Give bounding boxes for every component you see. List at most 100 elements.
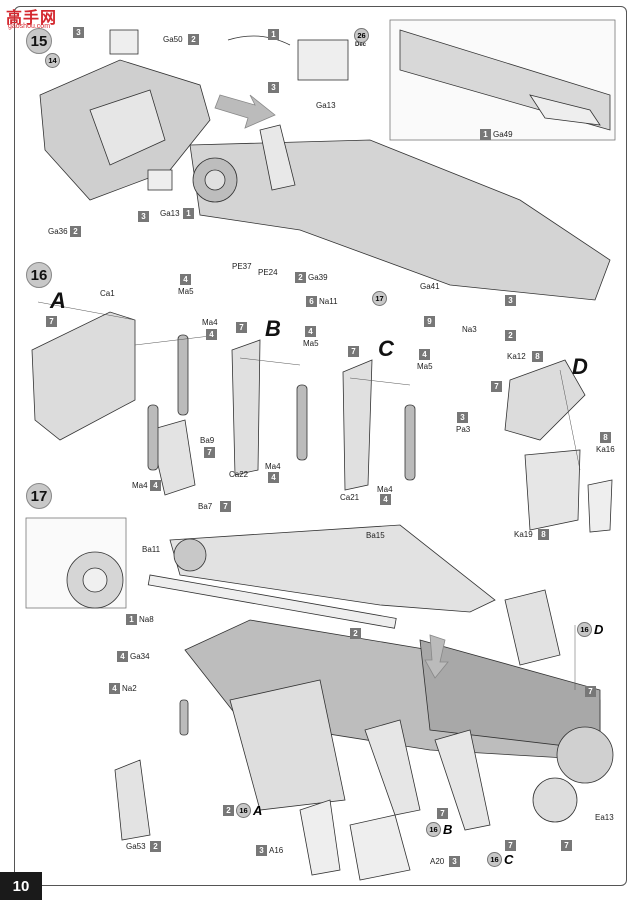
part-label-ga49: Ga49 bbox=[493, 130, 513, 139]
step-ref-number: 16 bbox=[577, 622, 592, 637]
part-label-ca1: Ca1 bbox=[100, 289, 115, 298]
part-label-ga39: Ga39 bbox=[308, 273, 328, 282]
part-label-ga50: Ga50 bbox=[163, 35, 183, 44]
qty-badge: 4 bbox=[380, 494, 391, 505]
qty-badge: 1 bbox=[480, 129, 491, 140]
qty-badge: 4 bbox=[117, 651, 128, 662]
qty-badge: 8 bbox=[532, 351, 543, 362]
qty-badge: 4 bbox=[419, 349, 430, 360]
qty-badge: 7 bbox=[236, 322, 247, 333]
part-label-ca22: Ca22 bbox=[229, 470, 249, 479]
step-ref-14: 14 bbox=[45, 53, 60, 68]
step-ref-number: 16 bbox=[426, 822, 441, 837]
qty-badge: 4 bbox=[109, 683, 120, 694]
qty-badge: 2 bbox=[505, 330, 516, 341]
part-label-ka12: Ka12 bbox=[507, 352, 526, 361]
part-label-ma4: Ma4 bbox=[132, 481, 148, 490]
part-label-ga53: Ga53 bbox=[126, 842, 146, 851]
qty-badge: 2 bbox=[188, 34, 199, 45]
qty-badge: 7 bbox=[204, 447, 215, 458]
qty-badge: 7 bbox=[46, 316, 57, 327]
qty-badge: 3 bbox=[73, 27, 84, 38]
qty-badge: 4 bbox=[206, 329, 217, 340]
qty-badge: 1 bbox=[183, 208, 194, 219]
step-ref-number: 16 bbox=[236, 803, 251, 818]
qty-badge: 7 bbox=[491, 381, 502, 392]
part-label-pe24: PE24 bbox=[258, 268, 278, 277]
section-letter-d: D bbox=[572, 354, 588, 379]
step-number-17: 17 bbox=[26, 483, 52, 509]
qty-badge: 9 bbox=[424, 316, 435, 327]
part-label-ba7: Ba7 bbox=[198, 502, 213, 511]
qty-badge: 4 bbox=[150, 480, 161, 491]
part-label-ba11: Ba11 bbox=[142, 545, 161, 554]
qty-badge: 2 bbox=[150, 841, 161, 852]
qty-badge: 1 bbox=[126, 614, 137, 625]
part-label-ea13: Ea13 bbox=[595, 813, 614, 822]
part-label-ma4: Ma4 bbox=[202, 318, 218, 327]
part-label-na8: Na8 bbox=[139, 615, 154, 624]
qty-badge: 8 bbox=[600, 432, 611, 443]
qty-badge: 7 bbox=[561, 840, 572, 851]
page-frame bbox=[14, 6, 627, 886]
step-ref-letter: C bbox=[504, 852, 514, 867]
qty-badge: 3 bbox=[449, 856, 460, 867]
step-ref-16c: 16 C bbox=[487, 852, 513, 867]
part-label-ga41: Ga41 bbox=[420, 282, 440, 291]
step-ref-letter: A bbox=[253, 803, 263, 818]
qty-badge: 2 bbox=[70, 226, 81, 237]
part-label-ma5: Ma5 bbox=[417, 362, 433, 371]
qty-badge: 7 bbox=[585, 686, 596, 697]
part-label-na11: Na11 bbox=[319, 297, 338, 306]
part-label-ka16: Ka16 bbox=[596, 445, 615, 454]
part-label-ba15: Ba15 bbox=[366, 531, 385, 540]
part-label-ma5: Ma5 bbox=[178, 287, 194, 296]
part-label-ga13: Ga13 bbox=[160, 209, 180, 218]
qty-badge: 2 bbox=[223, 805, 234, 816]
part-label-ga13-panel: Ga13 bbox=[316, 101, 336, 110]
qty-badge: 6 bbox=[306, 296, 317, 307]
part-label-ka19: Ka19 bbox=[514, 530, 533, 539]
qty-badge: 3 bbox=[457, 412, 468, 423]
qty-badge: 3 bbox=[256, 845, 267, 856]
qty-badge: 8 bbox=[538, 529, 549, 540]
part-label-a20: A20 bbox=[430, 857, 445, 866]
part-label-na3: Na3 bbox=[462, 325, 477, 334]
qty-badge: 4 bbox=[305, 326, 316, 337]
step-ref-16a: 2 16 A bbox=[223, 803, 262, 818]
part-label-ma4: Ma4 bbox=[377, 485, 393, 494]
section-letter-c: C bbox=[378, 336, 394, 361]
part-label-ma5: Ma5 bbox=[303, 339, 319, 348]
part-label-a16: A16 bbox=[269, 846, 284, 855]
qty-badge: 7 bbox=[505, 840, 516, 851]
qty-badge: 3 bbox=[138, 211, 149, 222]
part-label-ga34: Ga34 bbox=[130, 652, 150, 661]
step-number-16: 16 bbox=[26, 262, 52, 288]
step-ref-number: 16 bbox=[487, 852, 502, 867]
part-label-ga36: Ga36 bbox=[48, 227, 68, 236]
step-ref-letter: D bbox=[594, 622, 604, 637]
page-number: 10 bbox=[0, 872, 42, 900]
qty-badge: 3 bbox=[505, 295, 516, 306]
part-label-pa3: Pa3 bbox=[456, 425, 471, 434]
qty-badge: 7 bbox=[437, 808, 448, 819]
qty-badge: 2 bbox=[295, 272, 306, 283]
watermark-logo: 高手网 bbox=[6, 10, 58, 27]
part-label-ba9: Ba9 bbox=[200, 436, 215, 445]
step-ref-16d: 16 D bbox=[577, 622, 603, 637]
step-ref-26: 26 bbox=[354, 28, 369, 43]
qty-badge: 7 bbox=[220, 501, 231, 512]
qty-badge: 3 bbox=[268, 82, 279, 93]
section-letter-b: B bbox=[265, 316, 281, 341]
qty-badge: 2 bbox=[350, 628, 361, 639]
qty-badge: 7 bbox=[348, 346, 359, 357]
step-ref-letter: B bbox=[443, 822, 453, 837]
part-label-ma4: Ma4 bbox=[265, 462, 281, 471]
part-label-pe37: PE37 bbox=[232, 262, 252, 271]
section-letter-a: A bbox=[50, 288, 66, 313]
qty-badge: 4 bbox=[180, 274, 191, 285]
watermark-url: gaoshou.com bbox=[8, 23, 51, 30]
part-label-ca21: Ca21 bbox=[340, 493, 360, 502]
dec-label: Dec bbox=[355, 42, 367, 48]
